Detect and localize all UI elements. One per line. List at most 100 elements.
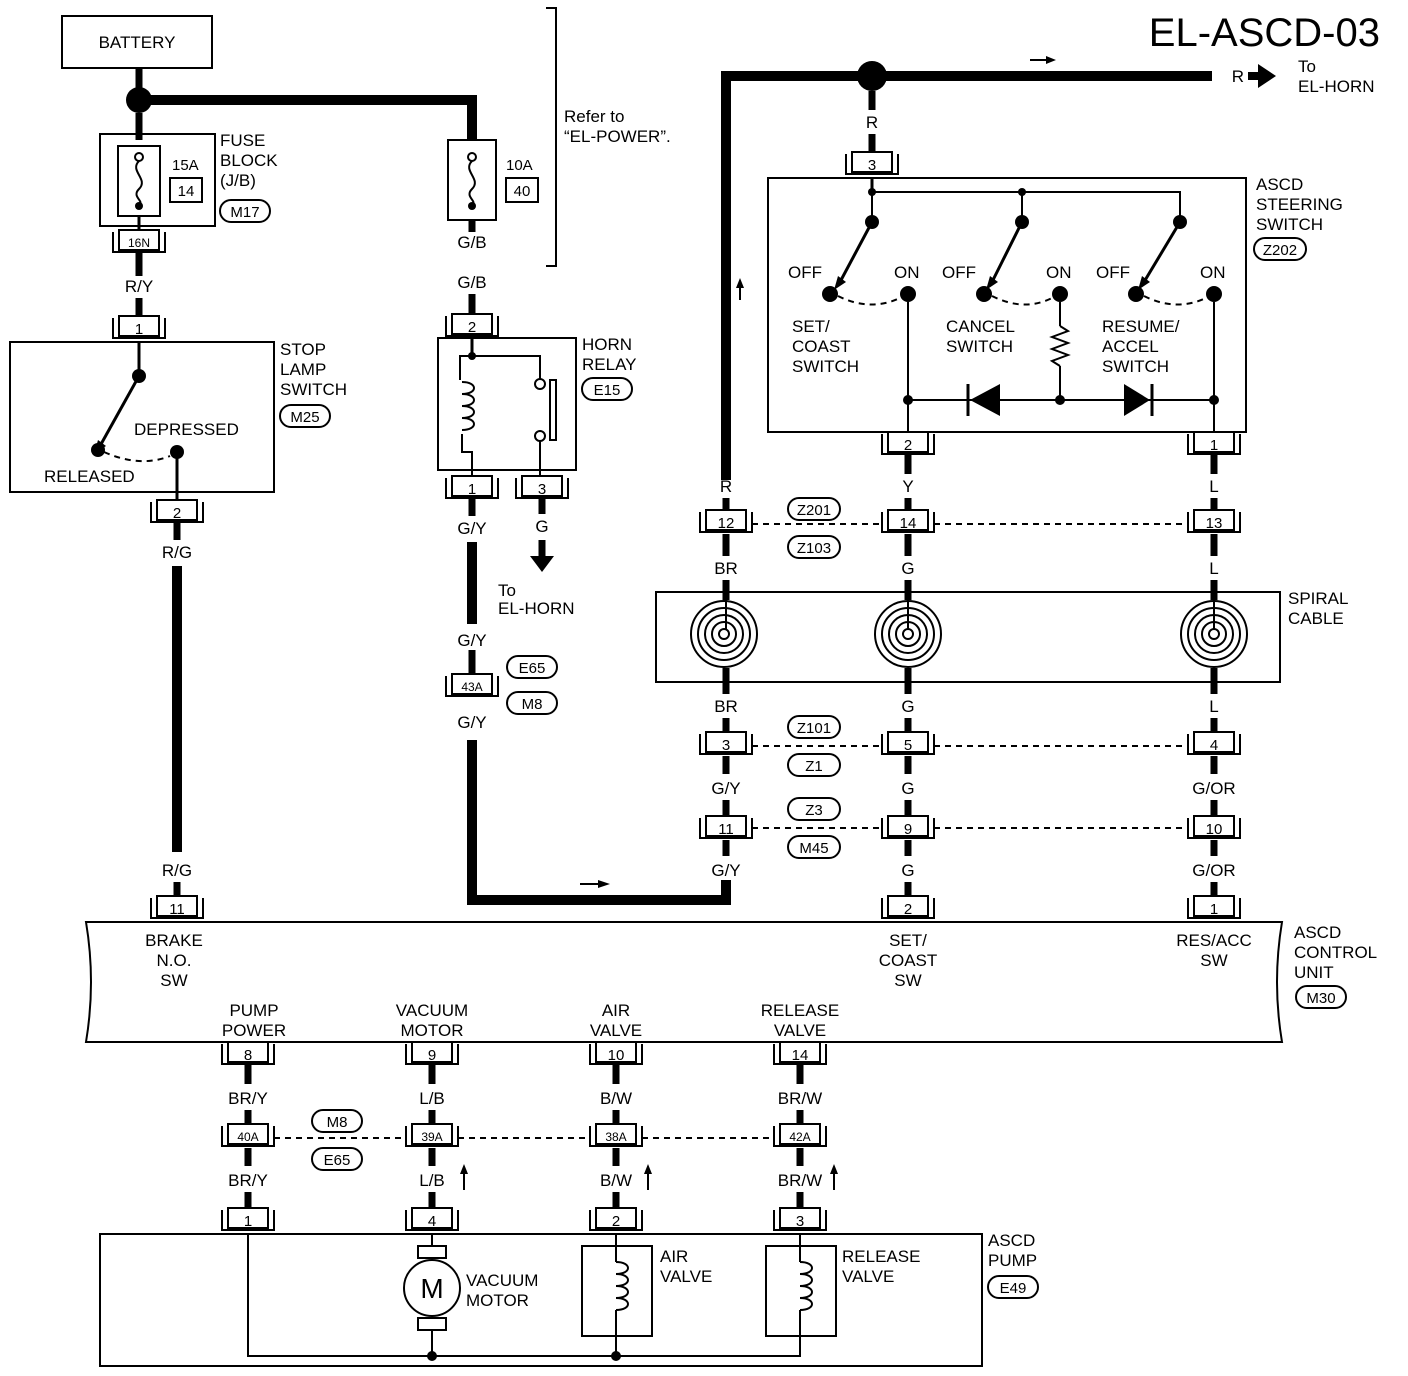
sw2-label-2: SWITCH [946, 337, 1013, 356]
wire-r-y: R/Y [125, 277, 153, 296]
down-arrow-icon [530, 556, 554, 572]
stop-lamp-code: M25 [290, 409, 319, 426]
wire-y-row1: Y [902, 477, 913, 496]
fuse1-number: 14 [178, 183, 195, 200]
wire-g-or-1: G/OR [1192, 779, 1235, 798]
to-el-horn-2: EL-HORN [498, 599, 575, 618]
steering-code: Z202 [1263, 242, 1297, 259]
arrow-to-el-horn-icon [1248, 64, 1276, 88]
steering-switch-box [767, 177, 1247, 433]
wire-l-b-1: L/B [419, 1089, 445, 1108]
up-arrow-icon-1 [736, 278, 744, 288]
cu-brake-1: BRAKE [145, 931, 203, 950]
cu-set-coast-3: SW [894, 971, 921, 990]
stop-lamp-pin-2: 2 [173, 505, 181, 522]
steering-pin-2: 2 [904, 437, 912, 454]
fuse-connector: 16N [128, 236, 150, 250]
wire-r-row1: R [720, 477, 732, 496]
fuse-block-label-1: FUSE [220, 131, 265, 150]
wire-r-g-bottom: R/G [162, 861, 192, 880]
spiral-label-2: CABLE [1288, 609, 1344, 628]
cu-pump-power-1: PUMP [229, 1001, 278, 1020]
wire-g-y-3: G/Y [457, 713, 486, 732]
stop-lamp-switch-box [9, 341, 275, 493]
pump-label-1: ASCD [988, 1231, 1035, 1250]
refer-note-1: Refer to [564, 107, 624, 126]
cu-pin-14: 14 [792, 1047, 809, 1064]
cu-brake-2: N.O. [157, 951, 192, 970]
up-arrow-icon-2 [460, 1164, 468, 1174]
connector-40a: 40A [237, 1130, 258, 1144]
cu-pin-10: 10 [608, 1047, 625, 1064]
pump-release-valve-2: VALVE [842, 1267, 894, 1286]
sw2-off: OFF [942, 263, 976, 282]
sw3-on: ON [1200, 263, 1226, 282]
horn-relay-label-2: RELAY [582, 355, 637, 374]
wire-g-row5: G [901, 861, 914, 880]
cu-pin-9: 9 [428, 1047, 436, 1064]
wire-br-y-2: BR/Y [228, 1171, 268, 1190]
wire-g-b-2: G/B [457, 273, 486, 292]
connector-43a: 43A [461, 680, 482, 694]
wire-g-y-4: G/Y [711, 779, 740, 798]
wire-r-g-top: R/G [162, 543, 192, 562]
fuse-block-box [99, 133, 216, 227]
cu-set-coast-2: COAST [879, 951, 938, 970]
sw3-label-2: ACCEL [1102, 337, 1159, 356]
r-wire-main [721, 71, 872, 480]
stop-lamp-label-1: STOP [280, 340, 326, 359]
cu-air-valve-1: AIR [602, 1001, 630, 1020]
diode-icon-2 [1124, 384, 1150, 416]
steering-pin-3: 3 [868, 157, 876, 174]
sw3-label-3: SWITCH [1102, 357, 1169, 376]
wire-br-1: BR [714, 559, 738, 578]
sw3-label-1: RESUME/ [1102, 317, 1180, 336]
cu-brake-3: SW [160, 971, 187, 990]
up-arrow-icon-3 [644, 1164, 652, 1174]
pin-11: 11 [718, 821, 734, 838]
pump-pin-3: 3 [796, 1213, 804, 1230]
pin-4: 4 [1210, 737, 1218, 754]
fuse2-number: 40 [514, 183, 531, 200]
wire-g-horn: G [535, 517, 548, 536]
right-arrow-icon-2 [1046, 56, 1056, 64]
sw1-on: ON [894, 263, 920, 282]
connector-39a: 39A [421, 1130, 442, 1144]
wire-l-row2: L [1209, 559, 1218, 578]
pump-label-2: PUMP [988, 1251, 1037, 1270]
cu-pin-8: 8 [244, 1047, 252, 1064]
fuse1-rating: 15A [172, 157, 199, 174]
cu-label-3: UNIT [1294, 963, 1334, 982]
wire-r-steer: R [866, 113, 878, 132]
depressed-label: DEPRESSED [134, 420, 239, 439]
spiral-cable-box [655, 591, 1281, 683]
sw1-label-2: COAST [792, 337, 851, 356]
horn-relay-pin-1: 1 [468, 481, 476, 498]
code-z103: Z103 [797, 540, 831, 557]
code-m8-a: M8 [522, 696, 543, 713]
spiral-label-1: SPIRAL [1288, 589, 1348, 608]
pump-pin-2: 2 [612, 1213, 620, 1230]
code-e65-a: E65 [519, 660, 546, 677]
pin-14: 14 [900, 515, 917, 532]
pin-10: 10 [1206, 821, 1223, 838]
horn-relay-code: E15 [594, 382, 621, 399]
cu-res-acc-2: SW [1200, 951, 1227, 970]
code-m8-b: M8 [327, 1114, 348, 1131]
cu-pin-11: 11 [169, 901, 185, 918]
pin-13: 13 [1206, 515, 1223, 532]
steering-label-3: SWITCH [1256, 215, 1323, 234]
cu-vacuum-motor-2: MOTOR [401, 1021, 464, 1040]
stop-lamp-label-3: SWITCH [280, 380, 347, 399]
stop-lamp-label-2: LAMP [280, 360, 326, 379]
code-z101: Z101 [797, 720, 831, 737]
wire-g-row2: G [901, 559, 914, 578]
fuse-block-label-3: (J/B) [220, 171, 256, 190]
cu-pin-1: 1 [1210, 901, 1218, 918]
wire-r-top: R [1232, 67, 1244, 86]
sw2-label-1: CANCEL [946, 317, 1015, 336]
pin-9: 9 [904, 821, 912, 838]
wire-g-y-2: G/Y [457, 631, 486, 650]
motor-icon [403, 1259, 461, 1317]
